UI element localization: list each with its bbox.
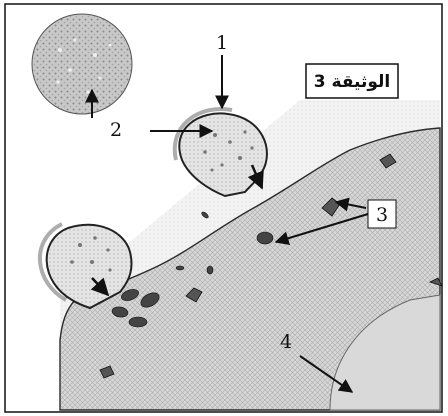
label-3: 3 <box>376 204 388 226</box>
label-1: 1 <box>216 32 228 54</box>
document-title: الوثيقة 3 <box>314 72 391 92</box>
free-vesicle <box>32 14 132 114</box>
label-4: 4 <box>280 331 292 353</box>
label-2: 2 <box>110 119 122 141</box>
